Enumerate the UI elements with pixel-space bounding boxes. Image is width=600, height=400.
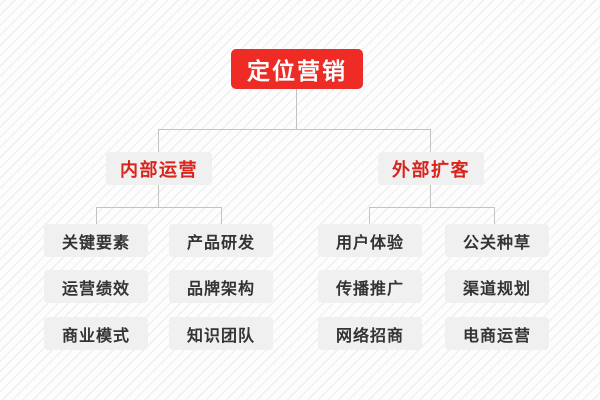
leaf-node-pr-seeding[interactable]: 公关种草: [445, 224, 549, 257]
root-node-positioning-marketing[interactable]: 定位营销: [231, 49, 363, 89]
connector-level2-drop-right: [430, 129, 431, 152]
leaf-node-brand-architecture[interactable]: 品牌架构: [169, 270, 273, 303]
branch-node-label: 外部扩客: [392, 159, 470, 180]
connector-branch1-bar: [96, 207, 222, 208]
leaf-node-label: 运营绩效: [61, 280, 130, 298]
leaf-node-online-investment[interactable]: 网络招商: [318, 317, 422, 350]
leaf-node-knowledge-team[interactable]: 知识团队: [169, 317, 273, 350]
root-node-label: 定位营销: [247, 58, 347, 84]
leaf-node-product-rnd[interactable]: 产品研发: [169, 224, 273, 257]
leaf-node-operational-performance[interactable]: 运营绩效: [44, 270, 148, 303]
connector-root-stem: [296, 89, 297, 129]
leaf-node-label: 产品研发: [186, 234, 255, 252]
connector-branch1-stem: [158, 185, 159, 207]
connector-level2-drop-left: [158, 129, 159, 152]
leaf-node-label: 商业模式: [61, 327, 130, 345]
connector-branch2-bar: [369, 207, 495, 208]
branch-node-external-acquisition[interactable]: 外部扩客: [378, 152, 484, 185]
connector-branch1-drop-col2: [221, 207, 222, 224]
leaf-node-label: 知识团队: [186, 327, 255, 345]
leaf-node-communication-promotion[interactable]: 传播推广: [318, 270, 422, 303]
leaf-node-business-model[interactable]: 商业模式: [44, 317, 148, 350]
leaf-node-user-experience[interactable]: 用户体验: [318, 224, 422, 257]
branch-node-label: 内部运营: [120, 159, 198, 180]
leaf-node-label: 渠道规划: [462, 280, 531, 298]
leaf-node-label: 电商运营: [462, 327, 531, 345]
connector-branch2-drop-col2: [494, 207, 495, 224]
connector-level2-bar: [158, 129, 431, 130]
leaf-node-ecommerce-operations[interactable]: 电商运营: [445, 317, 549, 350]
leaf-node-label: 传播推广: [335, 280, 404, 298]
leaf-node-label: 用户体验: [335, 234, 404, 252]
leaf-node-label: 网络招商: [335, 327, 404, 345]
leaf-node-label: 品牌架构: [186, 280, 255, 298]
leaf-node-label: 公关种草: [462, 234, 531, 252]
connector-branch2-drop-col1: [369, 207, 370, 224]
branch-node-internal-operations[interactable]: 内部运营: [106, 152, 212, 185]
leaf-node-label: 关键要素: [61, 234, 130, 252]
leaf-node-channel-planning[interactable]: 渠道规划: [445, 270, 549, 303]
connector-branch1-drop-col1: [96, 207, 97, 224]
connector-branch2-stem: [430, 185, 431, 207]
leaf-node-key-elements[interactable]: 关键要素: [44, 224, 148, 257]
